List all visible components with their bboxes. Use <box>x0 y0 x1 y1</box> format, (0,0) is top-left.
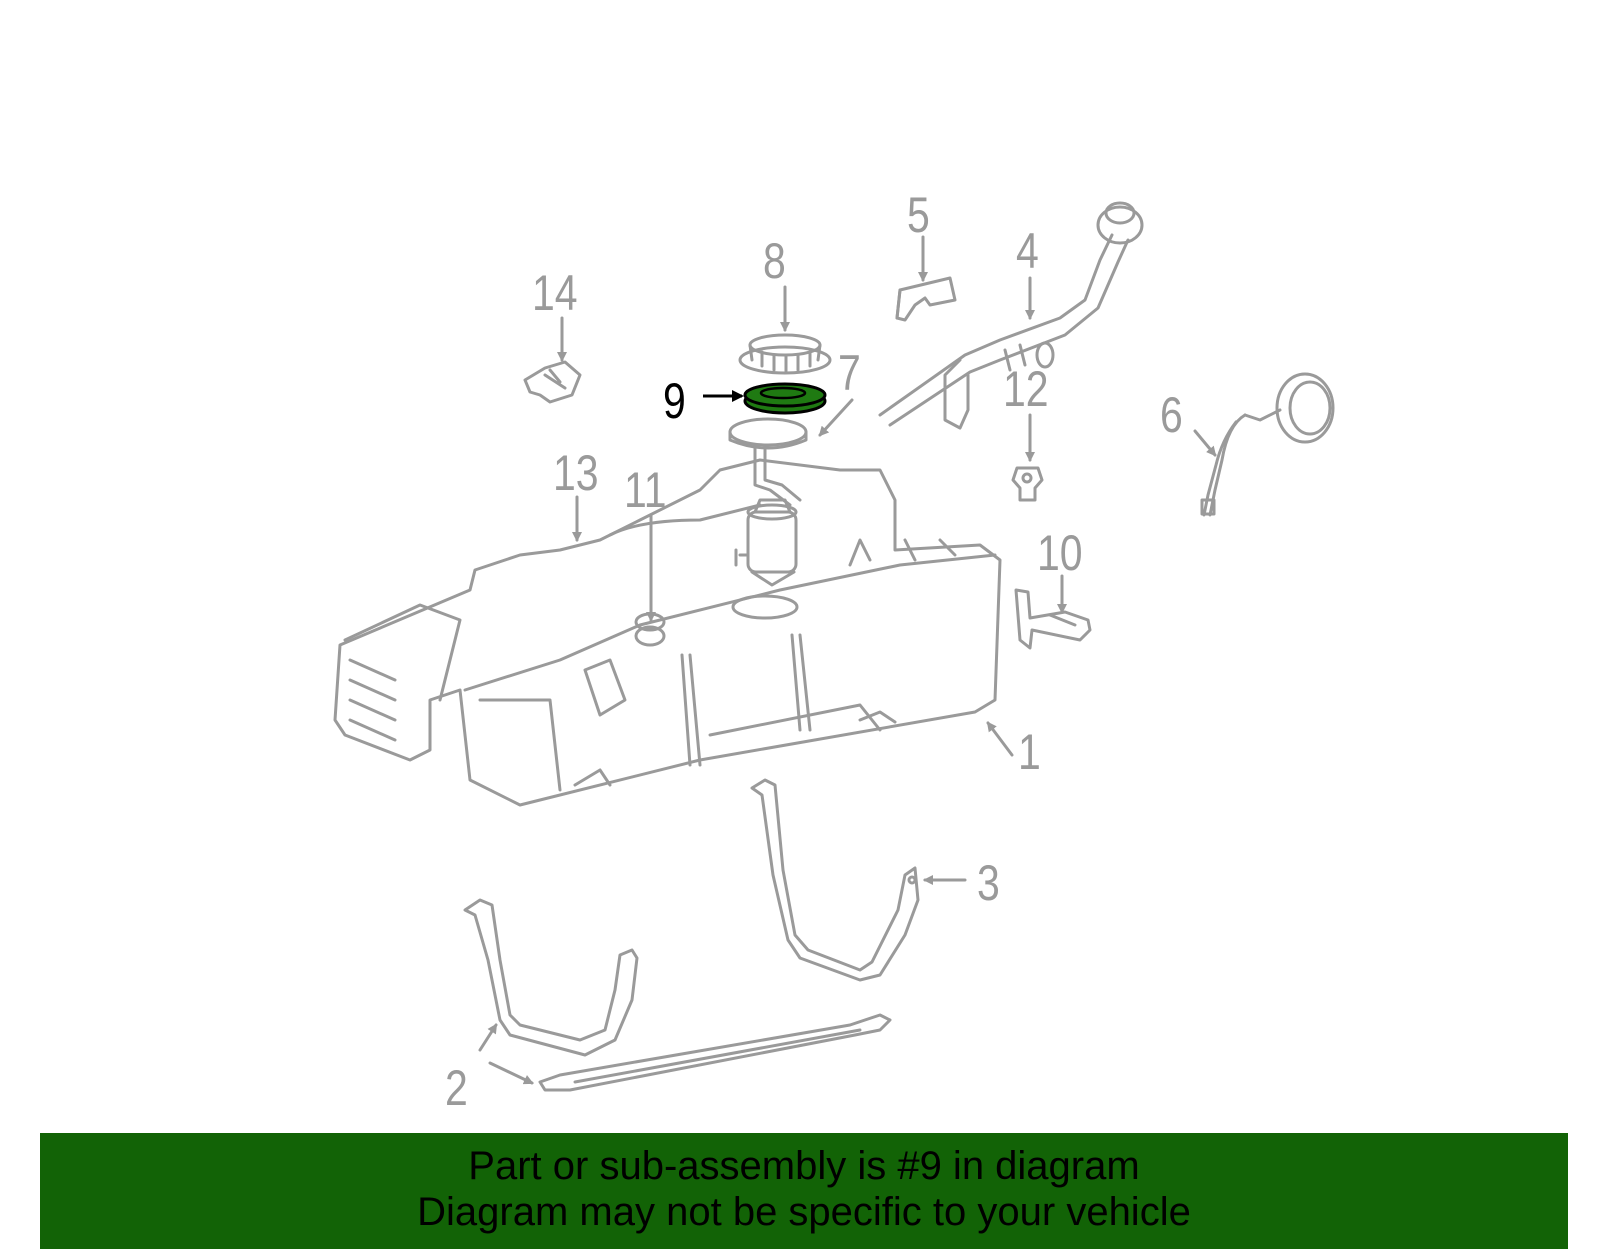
callout-4[interactable]: 4 <box>1016 223 1039 279</box>
part-9-seal-highlighted[interactable] <box>703 382 827 415</box>
callout-10[interactable]: 10 <box>1037 525 1083 581</box>
info-banner: Part or sub-assembly is #9 in diagram Di… <box>40 1133 1568 1249</box>
callout-5[interactable]: 5 <box>907 187 930 243</box>
callout-6[interactable]: 6 <box>1160 387 1183 443</box>
part-11-valve[interactable] <box>634 625 666 647</box>
callout-8[interactable]: 8 <box>763 233 786 289</box>
callout-3[interactable]: 3 <box>977 855 1000 911</box>
part-10-bracket[interactable] <box>1014 588 1092 650</box>
part-1-fuel-tank[interactable] <box>333 458 1002 807</box>
callout-12[interactable]: 12 <box>1003 361 1049 417</box>
callout-9-active[interactable]: 9 <box>663 373 686 429</box>
part-6-fuel-cap[interactable] <box>1200 372 1335 517</box>
callout-14[interactable]: 14 <box>532 265 578 321</box>
part-8-lock-ring[interactable] <box>738 333 832 375</box>
callout-11[interactable]: 11 <box>624 462 667 518</box>
part-2-strap[interactable] <box>463 898 892 1092</box>
part-14-clip[interactable] <box>523 360 582 404</box>
banner-disclaimer: Diagram may not be specific to your vehi… <box>417 1190 1191 1234</box>
callout-1[interactable]: 1 <box>1018 724 1041 780</box>
part-12-grommet[interactable] <box>1011 466 1044 502</box>
part-7-sending-unit[interactable] <box>728 417 808 587</box>
callout-13[interactable]: 13 <box>553 445 599 501</box>
part-3-strap[interactable] <box>750 778 920 982</box>
banner-part-notice: Part or sub-assembly is #9 in diagram <box>468 1144 1140 1188</box>
callout-7[interactable]: 7 <box>838 345 861 401</box>
part-5-clip[interactable] <box>895 276 957 322</box>
callout-2[interactable]: 2 <box>445 1060 468 1116</box>
leader-arrows <box>478 235 1217 1085</box>
part-4-filler-pipe[interactable] <box>878 201 1144 430</box>
